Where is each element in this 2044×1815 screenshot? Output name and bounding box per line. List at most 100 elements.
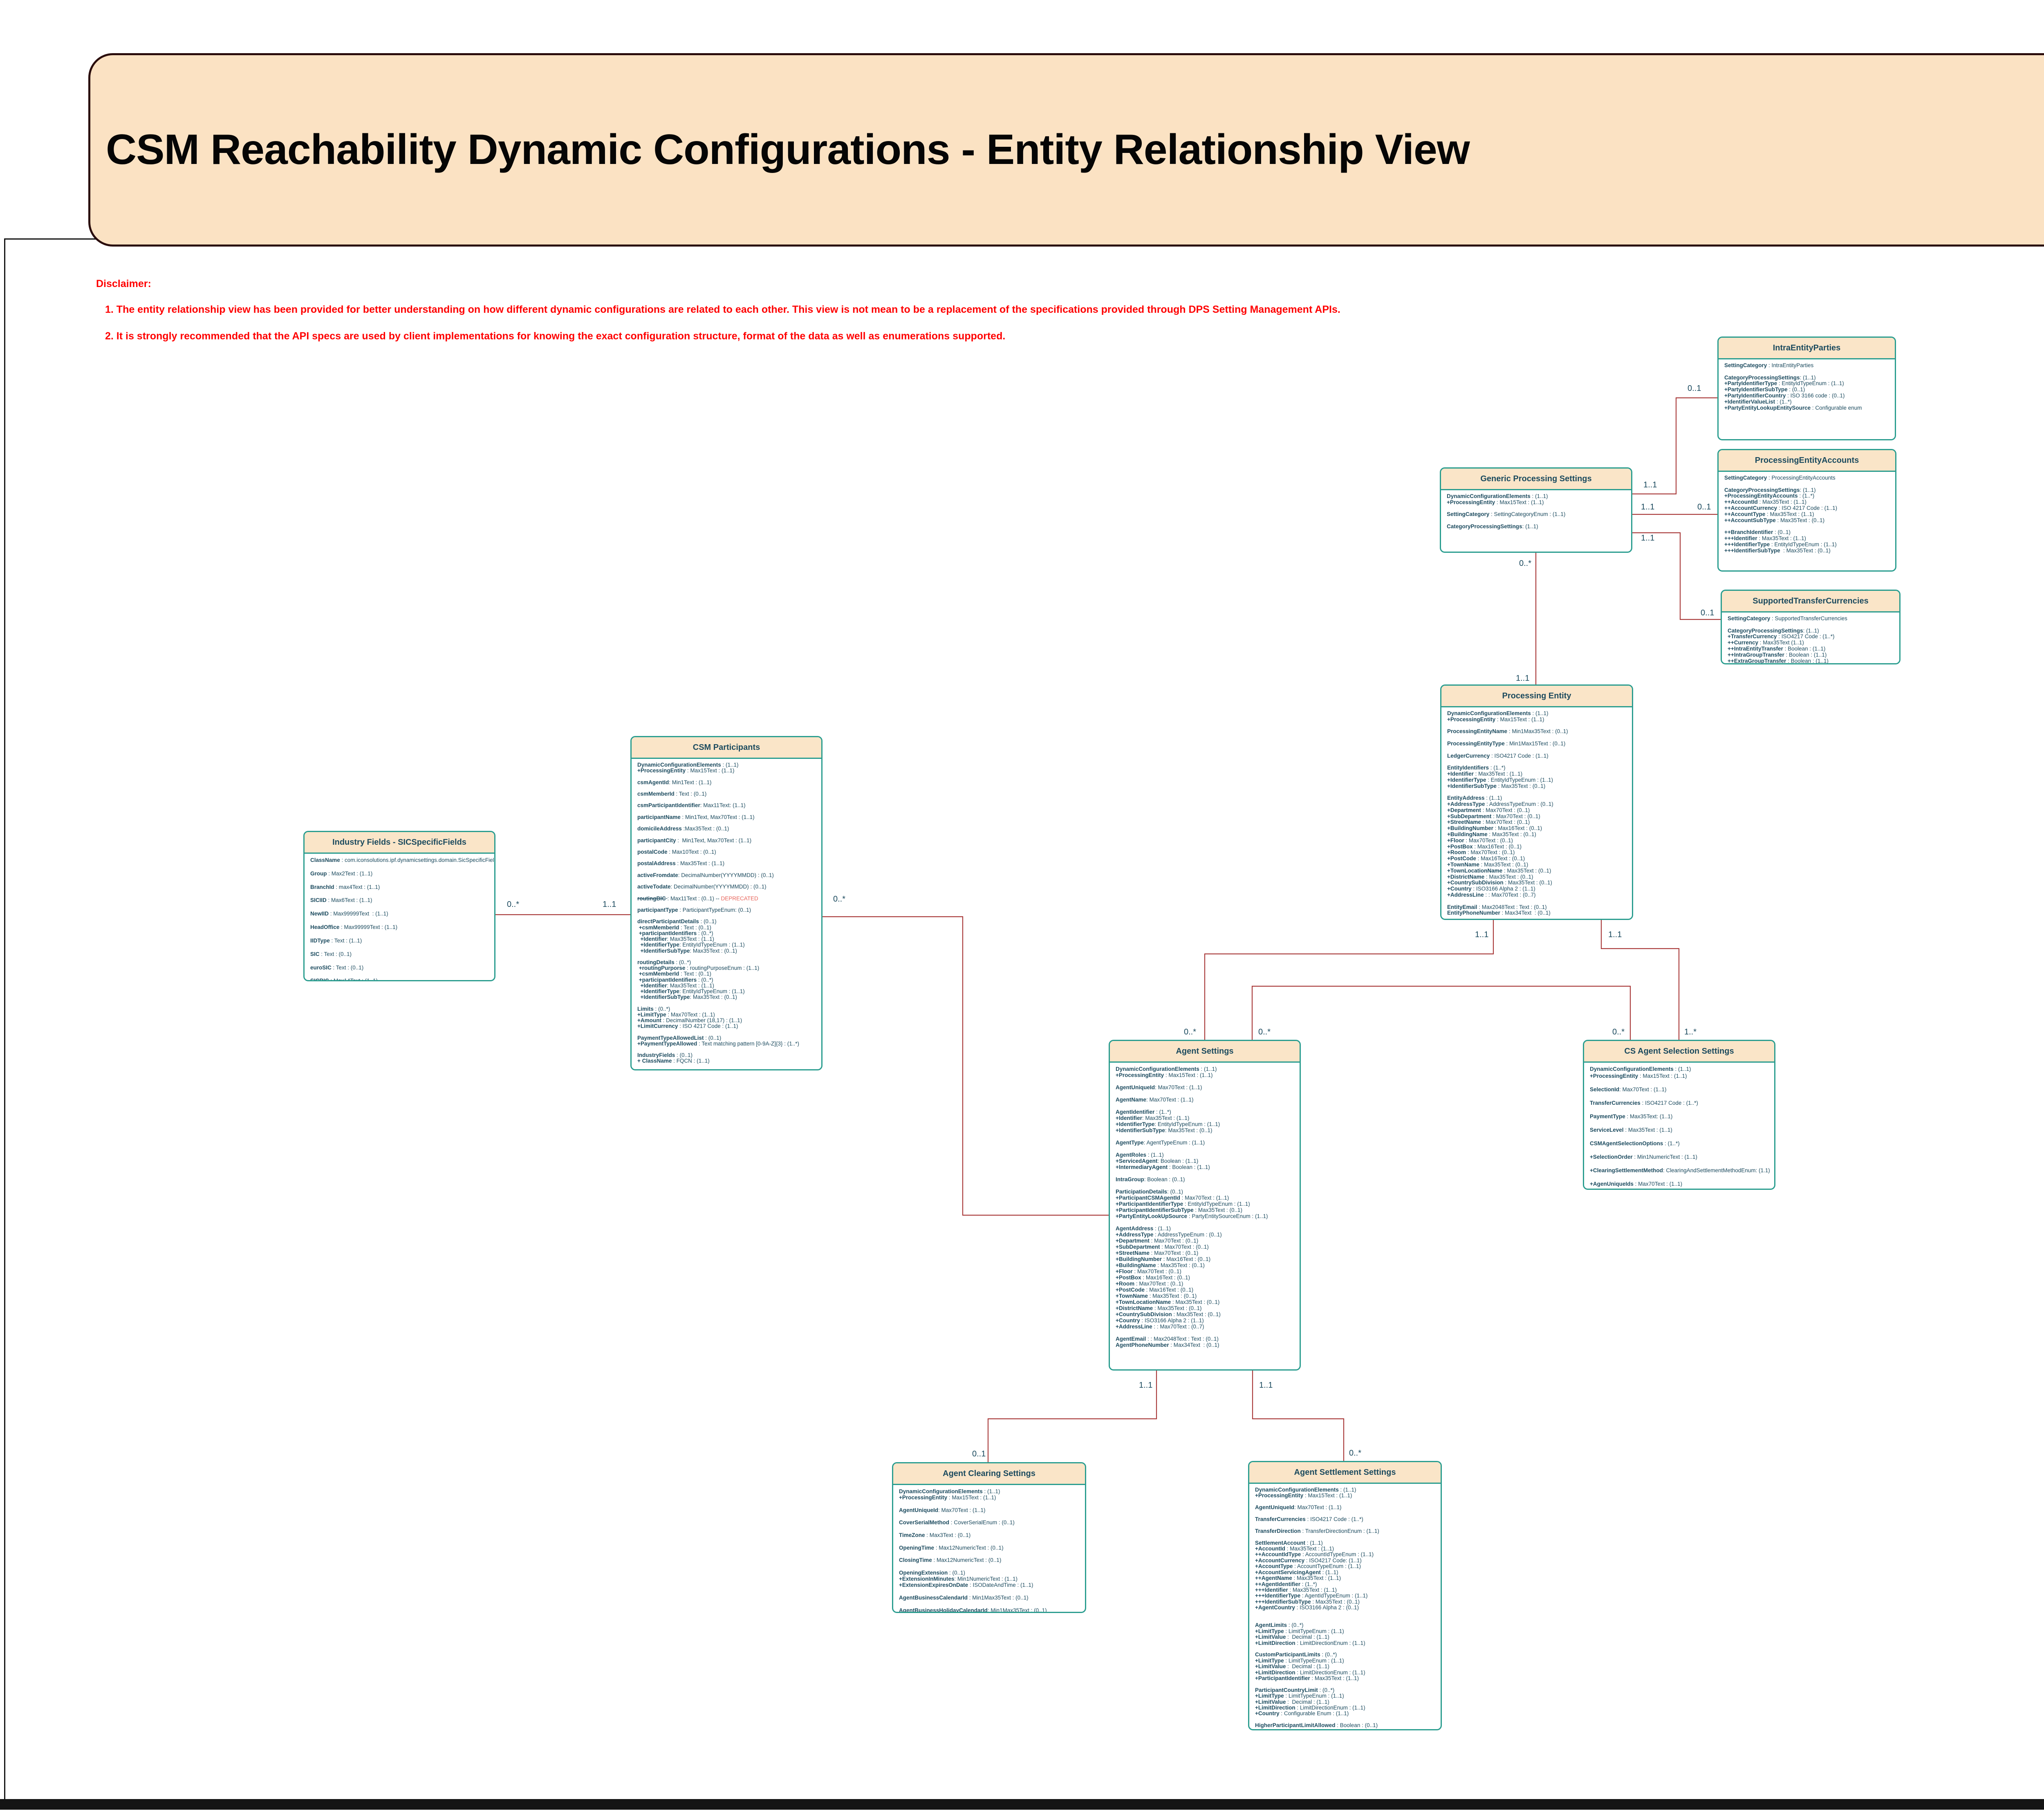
entity-attribute-row: SICIID : Max6Text : (1..1)	[310, 897, 372, 904]
entity-attribute-row: ++BranchIdentifier : (0..1)	[1724, 529, 1791, 536]
entity-attribute-row: +TownName : Max35Text : (0..1)	[1447, 861, 1529, 868]
entity-attribute-row: +Amount : DecimalNumber (18,17) : (1..1)	[637, 1017, 742, 1023]
entity-attribute-row: +SubDepartment : Max70Text : (0..1)	[1447, 813, 1540, 819]
entity-attribute-row	[637, 832, 816, 837]
entity-attribute-row	[1255, 1681, 1436, 1687]
entity-attribute-row: EntityEmail : Max2048Text : Text : (0..1…	[1447, 904, 1547, 910]
entity-attribute-row: CategoryProcessingSettings: (1..1)	[1447, 523, 1538, 529]
entity-attribute-row: Group : Max2Text : (1..1)	[310, 870, 373, 877]
entity-attribute-row: AgentUniqueId: Max70Text : (1..1)	[1255, 1504, 1342, 1511]
entity-attribute-row: +SelectionOrder : Min1NumericText : (1..…	[1590, 1153, 1697, 1160]
entity-attribute-row: HeadOffice : Max99999Text : (1..1)	[310, 924, 398, 931]
entity-attribute-row	[310, 944, 489, 951]
multiplicity-label: 0..1	[972, 1449, 986, 1458]
entity-attribute-row: ++AgentName : Max35Text : (1..1)	[1255, 1575, 1341, 1582]
entity-attribute-row	[899, 1551, 1080, 1557]
entity-attribute-row: ++IntraGroupTransfer : Boolean : (1..1)	[1728, 651, 1827, 658]
entity-attribute-row: +PostBox : Max16Text : (0..1)	[1447, 843, 1522, 850]
entity-processing-entity-accounts-title: ProcessingEntityAccounts	[1719, 450, 1895, 472]
entity-generic-processing-settings-title: Generic Processing Settings	[1441, 469, 1631, 490]
entity-supported-transfer-currencies-title: SupportedTransferCurrencies	[1722, 591, 1899, 612]
entity-attribute-row	[637, 1047, 816, 1052]
entity-attribute-row	[637, 913, 816, 919]
entity-attribute-row	[637, 774, 816, 779]
entity-agent-clearing-settings-title: Agent Clearing Settings	[893, 1463, 1085, 1485]
entity-attribute-row: +ProcessingEntity : Max15Text : (1..1)	[1447, 499, 1544, 505]
entity-attribute-row: +IdentifierType: EntityIdTypeEnum : (1..…	[637, 988, 745, 994]
entity-attribute-row: AgentAddress : (1..1)	[1116, 1225, 1171, 1232]
entity-attribute-row: +TownName : Max35Text : (0..1)	[1116, 1293, 1197, 1299]
entity-attribute-row	[1590, 1079, 1769, 1086]
entity-cs-agent-selection-settings-title: CS Agent Selection Settings	[1584, 1041, 1774, 1063]
entity-attribute-row	[637, 820, 816, 826]
entity-attribute-row: ++AccountIdType : AccountIdTypeEnum : (1…	[1255, 1551, 1374, 1558]
entity-attribute-row: ++AccountType : Max35Text : (1..1)	[1724, 511, 1814, 517]
entity-attribute-row: activeFromdate: DecimalNumber(YYYYMMDD) …	[637, 872, 774, 878]
connector-agentsettings-agentclearing	[987, 1371, 1157, 1462]
entity-attribute-row: +IdentifierSubType: Max35Text : (0..1)	[1116, 1127, 1213, 1133]
entity-attribute-row: +Department : Max70Text : (0..1)	[1447, 807, 1530, 813]
entity-attribute-row: AgentBusinessCalendarId : Min1Max35Text …	[899, 1595, 1029, 1601]
entity-attribute-row: DynamicConfigurationElements : (1..1)	[637, 762, 739, 768]
page-title: CSM Reachability Dynamic Configurations …	[106, 126, 1470, 173]
entity-attribute-row	[310, 971, 489, 978]
multiplicity-label: 0..*	[833, 895, 845, 904]
entity-attribute-row: +participantIdentifiers : (0..*)	[637, 976, 713, 983]
entity-attribute-row	[899, 1501, 1080, 1507]
entity-attribute-row: EntityAddress : (1..1)	[1447, 795, 1502, 801]
entity-attribute-row: +ProcessingEntity : Max15Text : (1..1)	[1590, 1072, 1687, 1079]
multiplicity-label: 0..*	[507, 900, 519, 909]
entity-supported-transfer-currencies-attributes: SettingCategory : SupportedTransferCurre…	[1722, 612, 1899, 663]
entity-attribute-row: +Floor : Max70Text : (0..1)	[1116, 1268, 1181, 1274]
disclaimer-block: Disclaimer: 1. The entity relationship v…	[96, 278, 2044, 357]
entity-attribute-row: +CountrySubDivision : Max35Text : (0..1)	[1116, 1311, 1221, 1317]
entity-attribute-row	[1590, 1174, 1769, 1181]
entity-attribute-row: AgentRoles : (1..1)	[1116, 1152, 1164, 1158]
entity-csm-participants-attributes: DynamicConfigurationElements : (1..1)+Pr…	[632, 759, 821, 1066]
entity-attribute-row: DynamicConfigurationElements : (1..1)	[1590, 1066, 1691, 1072]
entity-attribute-row: DynamicConfigurationElements : (1..1)	[1447, 493, 1548, 499]
entity-attribute-row	[1255, 1611, 1436, 1617]
entity-attribute-row: +PartyIdentifierType : EntityIdTypeEnum …	[1724, 380, 1844, 387]
multiplicity-label: 1..1	[1608, 930, 1622, 939]
disclaimer-item: 2. It is strongly recommended that the A…	[105, 330, 1006, 342]
entity-attribute-row: +LimitValue : Decimal : (1..1)	[1255, 1634, 1329, 1640]
entity-attribute-row: +PartyIdentifierCountry : ISO 3166 code …	[1724, 392, 1845, 399]
title-banner: CSM Reachability Dynamic Configurations …	[88, 53, 2044, 247]
entity-attribute-row: BranchId : max4Text : (1..1)	[310, 884, 380, 890]
entity-attribute-row	[899, 1601, 1080, 1607]
connector-csmparticipants-agentsettings	[823, 916, 1109, 1216]
entity-attribute-row: CategoryProcessingSettings: (1..1)	[1724, 487, 1816, 493]
entity-attribute-row: +DistrictName : Max35Text : (0..1)	[1447, 873, 1533, 880]
entity-attribute-row: +TransferCurrency : ISO4217 Code : (1..*…	[1728, 633, 1835, 640]
entity-attribute-row: DynamicConfigurationElements : (1..1)	[1116, 1066, 1217, 1072]
entity-attribute-row	[1724, 481, 1890, 487]
entity-attribute-row: IIDType : Text : (1..1)	[310, 937, 362, 944]
entity-attribute-row	[1116, 1133, 1295, 1140]
entity-attribute-row: +ExtensionExpiresOnDate : ISODateAndTime…	[899, 1582, 1033, 1588]
entity-attribute-row: +PaymentTypeAllowed : Text matching patt…	[637, 1040, 800, 1047]
entity-csm-participants-title: CSM Participants	[632, 737, 821, 759]
entity-agent-settings-attributes: DynamicConfigurationElements : (1..1)+Pr…	[1110, 1063, 1300, 1350]
entity-attribute-row: ClosingTime : Max12NumericText : (0..1)	[899, 1557, 1002, 1564]
entity-attribute-row: +IntermediaryAgent : Boolean : (1..1)	[1116, 1164, 1210, 1170]
entity-attribute-row: CategoryProcessingSettings: (1..1)	[1728, 627, 1819, 634]
entity-attribute-row: +BuildingNumber : Max16Text : (0..1)	[1116, 1256, 1211, 1262]
entity-attribute-row: +++IdentifierSubType : Max35Text : (0..1…	[1255, 1598, 1360, 1605]
entity-attribute-row: +IdentifierValueList : (1..*)	[1724, 398, 1792, 405]
entity-attribute-row: +participantIdentifiers : (0..*)	[637, 930, 713, 936]
entity-attribute-row: ++IntraEntityTransfer : Boolean : (1..1)	[1728, 645, 1826, 652]
entity-attribute-row: OpeningExtension : (0..1)	[899, 1569, 966, 1576]
entity-attribute-row: ++AccountCurrency : ISO 4217 Code : (1..…	[1724, 505, 1838, 511]
entity-attribute-row: +PartyEntityLookupEntitySource : Configu…	[1724, 404, 1862, 411]
connector-agentsettings-agentsettlement	[1252, 1371, 1345, 1461]
entity-attribute-row: +Room : Max70Text : (0..1)	[1447, 849, 1515, 856]
entity-attribute-row	[1447, 898, 1627, 904]
entity-attribute-row: +LimitDirection : LimitDirectionEnum : (…	[1255, 1705, 1365, 1711]
entity-attribute-row: +AgentCountry : ISO3166 Alpha 2 : (0..1)	[1255, 1604, 1359, 1611]
entity-attribute-row: +Identifier: Max35Text : (1..1)	[1116, 1115, 1190, 1121]
entity-attribute-row: SettingCategory : ProcessingEntityAccoun…	[1724, 475, 1836, 481]
multiplicity-label: 1..1	[1475, 930, 1488, 939]
entity-attribute-row	[1255, 1522, 1436, 1528]
